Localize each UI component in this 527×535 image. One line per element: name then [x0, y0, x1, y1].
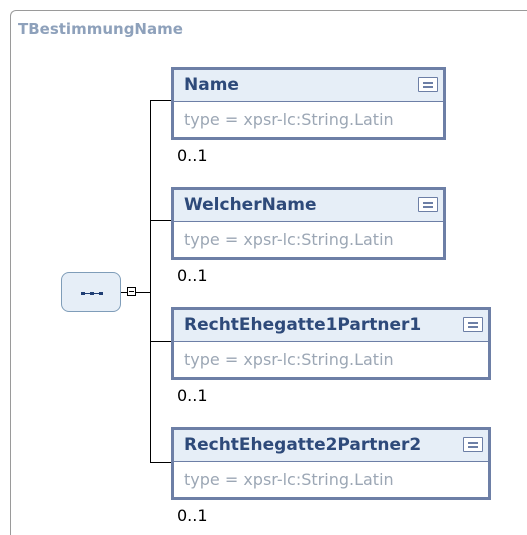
occurrence-label: 0..1 [177, 506, 208, 525]
element-header: RechtEhegatte2Partner2 [174, 430, 488, 462]
element-name: RechtEhegatte1Partner1 [184, 315, 422, 335]
element-header: Name [174, 70, 443, 102]
element-name: RechtEhegatte2Partner2 [184, 435, 422, 455]
element-box-name[interactable]: Name type = xpsr-lc:String.Latin [171, 67, 446, 140]
branch-line [150, 341, 171, 342]
branch-line [150, 100, 171, 101]
element-type: type = xpsr-lc:String.Latin [184, 230, 394, 249]
connector-line [121, 292, 127, 293]
branch-line [150, 462, 171, 463]
sequence-trunk-line [150, 100, 151, 462]
complex-type-title: TBestimmungName [18, 20, 183, 38]
sequence-icon [81, 292, 103, 295]
occurrence-label: 0..1 [177, 386, 208, 405]
documentation-icon [418, 77, 438, 92]
branch-line [150, 220, 171, 221]
element-box-rechtehegatte1partner1[interactable]: RechtEhegatte1Partner1 type = xpsr-lc:St… [171, 307, 491, 380]
element-box-rechtehegatte2partner2[interactable]: RechtEhegatte2Partner2 type = xpsr-lc:St… [171, 427, 491, 500]
element-box-welchername[interactable]: WelcherName type = xpsr-lc:String.Latin [171, 187, 446, 260]
element-type: type = xpsr-lc:String.Latin [184, 110, 394, 129]
element-type: type = xpsr-lc:String.Latin [184, 470, 394, 489]
element-name: Name [184, 75, 239, 95]
complex-type-frame [10, 10, 527, 535]
documentation-icon [418, 197, 438, 212]
element-header: WelcherName [174, 190, 443, 222]
sequence-compositor[interactable] [61, 272, 121, 312]
element-name: WelcherName [184, 195, 317, 215]
documentation-icon [463, 437, 483, 452]
element-header: RechtEhegatte1Partner1 [174, 310, 488, 342]
documentation-icon [463, 317, 483, 332]
occurrence-label: 0..1 [177, 266, 208, 285]
connector-line [136, 292, 150, 293]
element-type: type = xpsr-lc:String.Latin [184, 350, 394, 369]
occurrence-label: 0..1 [177, 146, 208, 165]
collapse-toggle-icon[interactable] [127, 287, 136, 296]
